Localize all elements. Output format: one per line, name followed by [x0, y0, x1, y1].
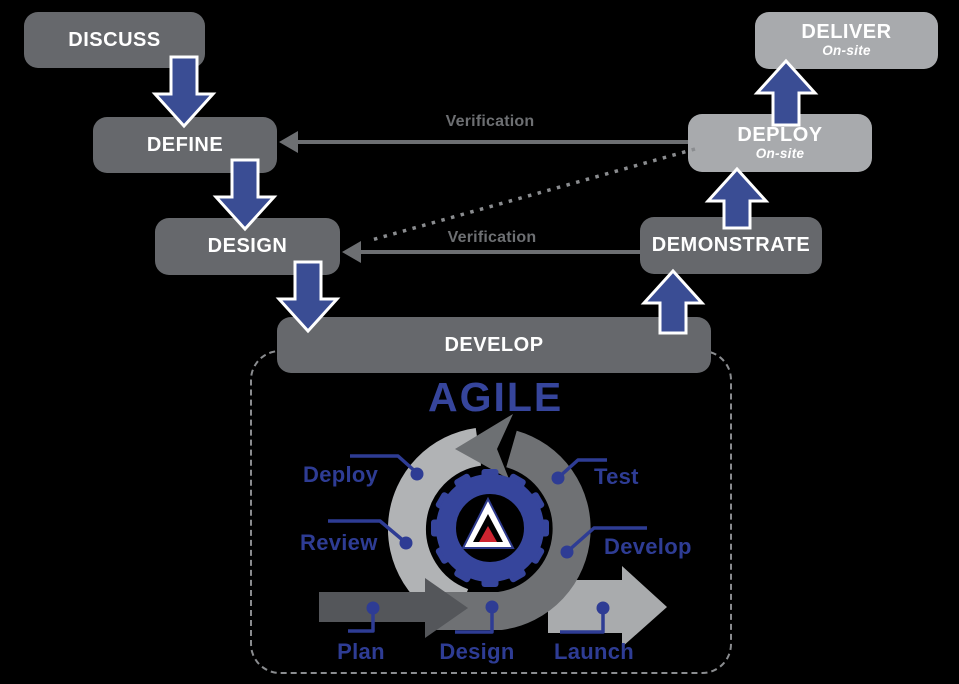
verification-label-bottom: Verification [447, 229, 537, 246]
label-cycle-plan: Plan [337, 639, 385, 664]
label-cycle-test: Test [594, 464, 639, 489]
label-cycle-review: Review [300, 530, 378, 555]
box-deliver: DELIVER On-site [755, 12, 938, 69]
box-define-label: DEFINE [146, 133, 224, 156]
box-design-label: DESIGN [207, 235, 288, 257]
box-design: DESIGN [155, 218, 340, 275]
box-develop-label: DEVELOP [444, 333, 544, 356]
box-demonstrate-label: DEMONSTRATE [651, 234, 811, 256]
box-deploy: DEPLOY On-site [688, 114, 872, 172]
label-cycle-design: Design [439, 639, 515, 664]
box-discuss-label: DISCUSS [68, 28, 161, 51]
verification-label-top: Verification [445, 113, 535, 130]
box-deploy-sublabel: On-site [755, 145, 805, 161]
box-deploy-label: DEPLOY [737, 123, 823, 146]
box-discuss: DISCUSS [24, 12, 205, 68]
box-demonstrate: DEMONSTRATE [640, 217, 822, 274]
box-deliver-label: DELIVER [801, 21, 892, 44]
label-cycle-deploy: Deploy [303, 462, 379, 487]
box-develop: DEVELOP [277, 317, 711, 373]
label-cycle-develop: Develop [604, 534, 692, 559]
agile-title: AGILE [428, 374, 564, 420]
box-define: DEFINE [93, 117, 277, 173]
label-cycle-launch: Launch [553, 639, 635, 664]
box-deliver-sublabel: On-site [822, 43, 871, 59]
verification-arrow-top [279, 131, 688, 153]
